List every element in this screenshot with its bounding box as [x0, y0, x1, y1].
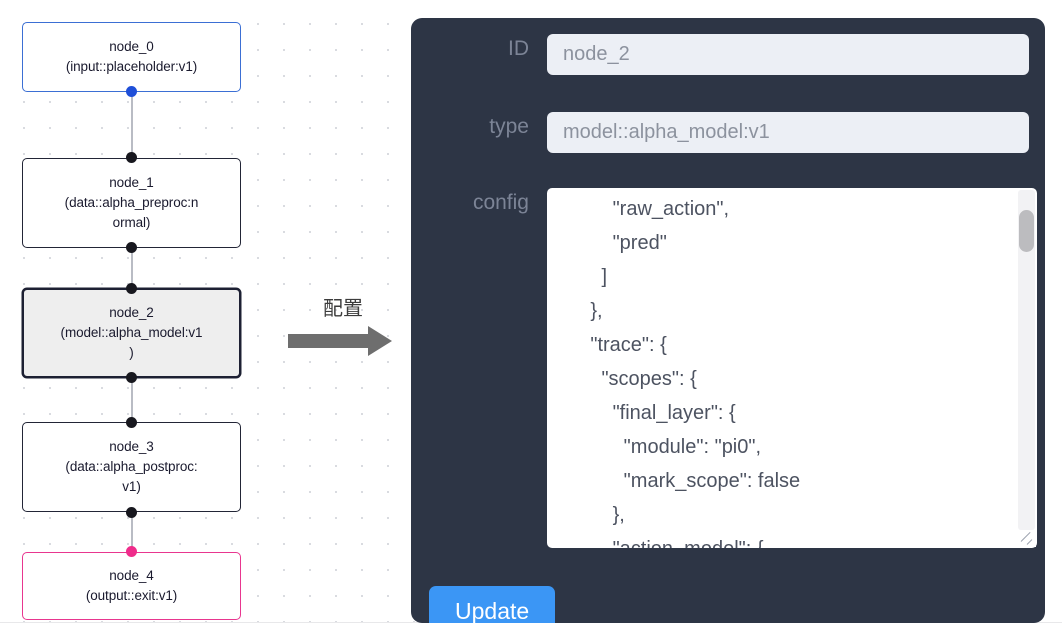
update-button[interactable]: Update: [429, 586, 556, 623]
graph-node-node_0[interactable]: node_0 (input::placeholder:v1): [22, 22, 241, 92]
field-row-id: ID: [429, 34, 1029, 75]
node-config-panel: ID type config Update: [411, 18, 1045, 623]
edge-node2-node3: [131, 373, 133, 421]
config-field-label: config: [472, 191, 529, 214]
node-handle-node_2-target[interactable]: [126, 283, 137, 294]
edge-node1-node2: [131, 243, 133, 291]
graph-node-label: node_4 (output::exit:v1): [85, 568, 178, 603]
node-handle-node_2-source[interactable]: [126, 372, 137, 383]
node-handle-node_4-target[interactable]: [126, 546, 137, 557]
edge-node0-node1: [131, 88, 133, 161]
graph-node-label: node_3 (data::alpha_postproc: v1): [65, 439, 198, 494]
graph-node-node_2[interactable]: node_2 (model::alpha_model:v1 ): [22, 288, 241, 378]
field-row-config: config: [429, 188, 1037, 548]
arrow-label: 配置: [323, 296, 363, 320]
config-scrollbar-track[interactable]: [1018, 190, 1035, 530]
graph-node-node_4[interactable]: node_4 (output::exit:v1): [22, 552, 241, 620]
flow-canvas[interactable]: node_0 (input::placeholder:v1) node_1 (d…: [0, 0, 1062, 623]
config-textarea-wrap: [547, 188, 1037, 548]
node-handle-node_0-source[interactable]: [126, 86, 137, 97]
graph-node-label: node_2 (model::alpha_model:v1 ): [60, 305, 203, 360]
graph-node-label: node_0 (input::placeholder:v1): [65, 39, 198, 74]
canvas-bottom-strip: [0, 623, 1062, 643]
config-textarea[interactable]: [547, 188, 1037, 548]
type-field-label: type: [489, 115, 529, 138]
right-arrow-icon: [288, 326, 392, 356]
node-handle-node_3-source[interactable]: [126, 507, 137, 518]
config-arrow-annotation: 配置: [288, 296, 398, 366]
node-handle-node_1-target[interactable]: [126, 152, 137, 163]
type-input[interactable]: [547, 112, 1029, 153]
graph-node-node_1[interactable]: node_1 (data::alpha_preproc:n ormal): [22, 158, 241, 248]
resize-handle-icon[interactable]: [1019, 530, 1036, 547]
node-handle-node_3-target[interactable]: [126, 417, 137, 428]
edge-node3-node4: [131, 508, 133, 552]
field-row-type: type: [429, 112, 1029, 153]
graph-node-label: node_1 (data::alpha_preproc:n ormal): [64, 175, 199, 230]
config-scrollbar-thumb[interactable]: [1019, 210, 1034, 252]
graph-node-node_3[interactable]: node_3 (data::alpha_postproc: v1): [22, 422, 241, 512]
id-field-label: ID: [508, 37, 529, 60]
id-input[interactable]: [547, 34, 1029, 75]
node-handle-node_1-source[interactable]: [126, 242, 137, 253]
